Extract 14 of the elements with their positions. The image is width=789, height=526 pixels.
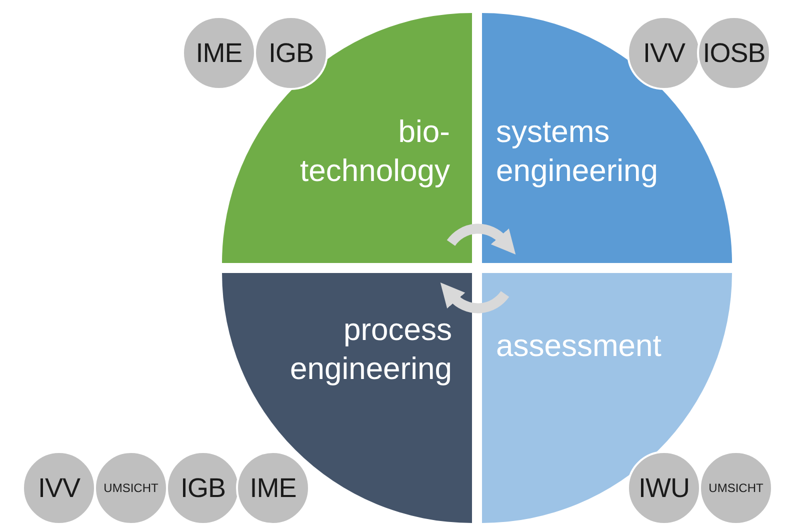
institute-circle: UMSICHT [94, 451, 168, 525]
quadrant-label: assessment [496, 327, 662, 365]
institute-circle: IVV [627, 16, 701, 90]
institute-circle: IME [182, 16, 256, 90]
institute-circle: IWU [627, 451, 701, 525]
institute-circle: IGB [254, 16, 328, 90]
quadrant-label: process engineering [288, 311, 452, 388]
quadrant-label: bio- technology [299, 113, 450, 190]
institute-circle: UMSICHT [699, 451, 773, 525]
institute-circle: IGB [166, 451, 240, 525]
quadrant-label: systems engineering [496, 113, 660, 190]
institute-circle: IVV [22, 451, 96, 525]
institute-circle: IME [236, 451, 310, 525]
institute-circle: IOSB [697, 16, 771, 90]
